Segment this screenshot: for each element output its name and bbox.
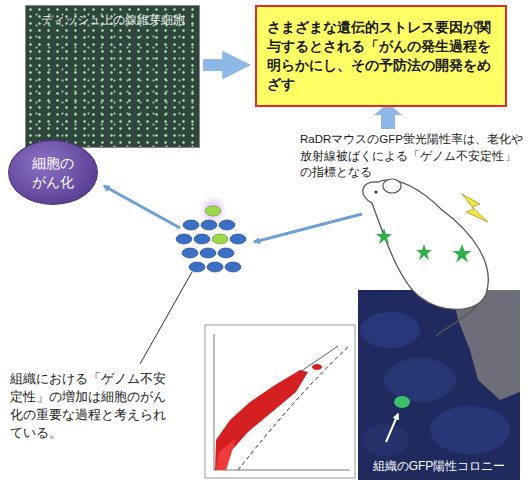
gate-line — [238, 345, 350, 470]
axis — [214, 470, 350, 471]
gfp-star — [416, 244, 432, 260]
texture — [384, 358, 456, 402]
arrow — [254, 214, 362, 242]
texture — [361, 424, 409, 456]
note-text: RaDRマウスのGFP蛍光陽性率は、老化や放射線被ばくによる「ゲノム不安定性」の… — [300, 131, 524, 181]
leader-line — [140, 272, 192, 364]
cell-glow — [199, 196, 227, 224]
node-text: 組織のGFP陽性コロニー — [373, 458, 506, 475]
scatter-plot — [205, 325, 355, 478]
mouse-ear — [383, 179, 401, 193]
note-text: 組織における「ゲノム不安定性」の増加は細胞のがん化の重要な過程と考えられている。 — [10, 370, 172, 443]
cell — [212, 234, 228, 244]
data-cloud — [215, 370, 308, 470]
arrow — [104, 186, 180, 228]
cell — [200, 248, 216, 258]
cell — [183, 220, 199, 230]
gate-line — [300, 346, 338, 372]
cell — [189, 262, 205, 272]
cell — [201, 220, 217, 230]
texture — [430, 406, 510, 454]
block-arrow — [203, 59, 228, 71]
cell — [230, 234, 246, 244]
tissue-panel: 組織のGFP陽性コロニー — [358, 290, 520, 480]
mouse-illustration — [363, 179, 488, 336]
cell — [218, 248, 234, 258]
mouse-body — [363, 180, 488, 310]
tissue-photo — [358, 290, 520, 480]
cell-cluster — [176, 196, 246, 272]
result-ellipse: 細胞のがん化 — [8, 140, 98, 205]
pointer-arrow — [386, 414, 398, 442]
cell — [205, 206, 221, 216]
node-text: 細胞のがん化 — [30, 154, 76, 190]
axis — [214, 334, 215, 470]
goal-box: さまざまな遺伝的ストレス要因が関与するとされる「がんの発生過程を明らかにし、その… — [255, 5, 507, 107]
gfp-colony — [394, 396, 410, 408]
gfp-star — [453, 244, 472, 263]
texture — [360, 312, 420, 348]
mouse-eye — [374, 190, 377, 193]
data-cluster — [312, 364, 322, 370]
radiation-bolt — [462, 194, 488, 222]
cell — [194, 234, 210, 244]
cell — [219, 220, 235, 230]
data-cloud — [216, 438, 236, 470]
plot-frame — [205, 325, 355, 478]
cell — [225, 262, 241, 272]
cell — [176, 234, 192, 244]
photo-panel: ディッシュ上の線維芽細胞 — [25, 5, 200, 148]
gfp-star — [376, 228, 392, 244]
node-text: ディッシュ上の線維芽細胞 — [41, 12, 185, 29]
cell — [182, 248, 198, 258]
node-text: さまざまな遺伝的ストレス要因が関与するとされる「がんの発生過程を明らかにし、その… — [267, 18, 495, 94]
cell — [207, 262, 223, 272]
photo-ground — [358, 290, 520, 480]
